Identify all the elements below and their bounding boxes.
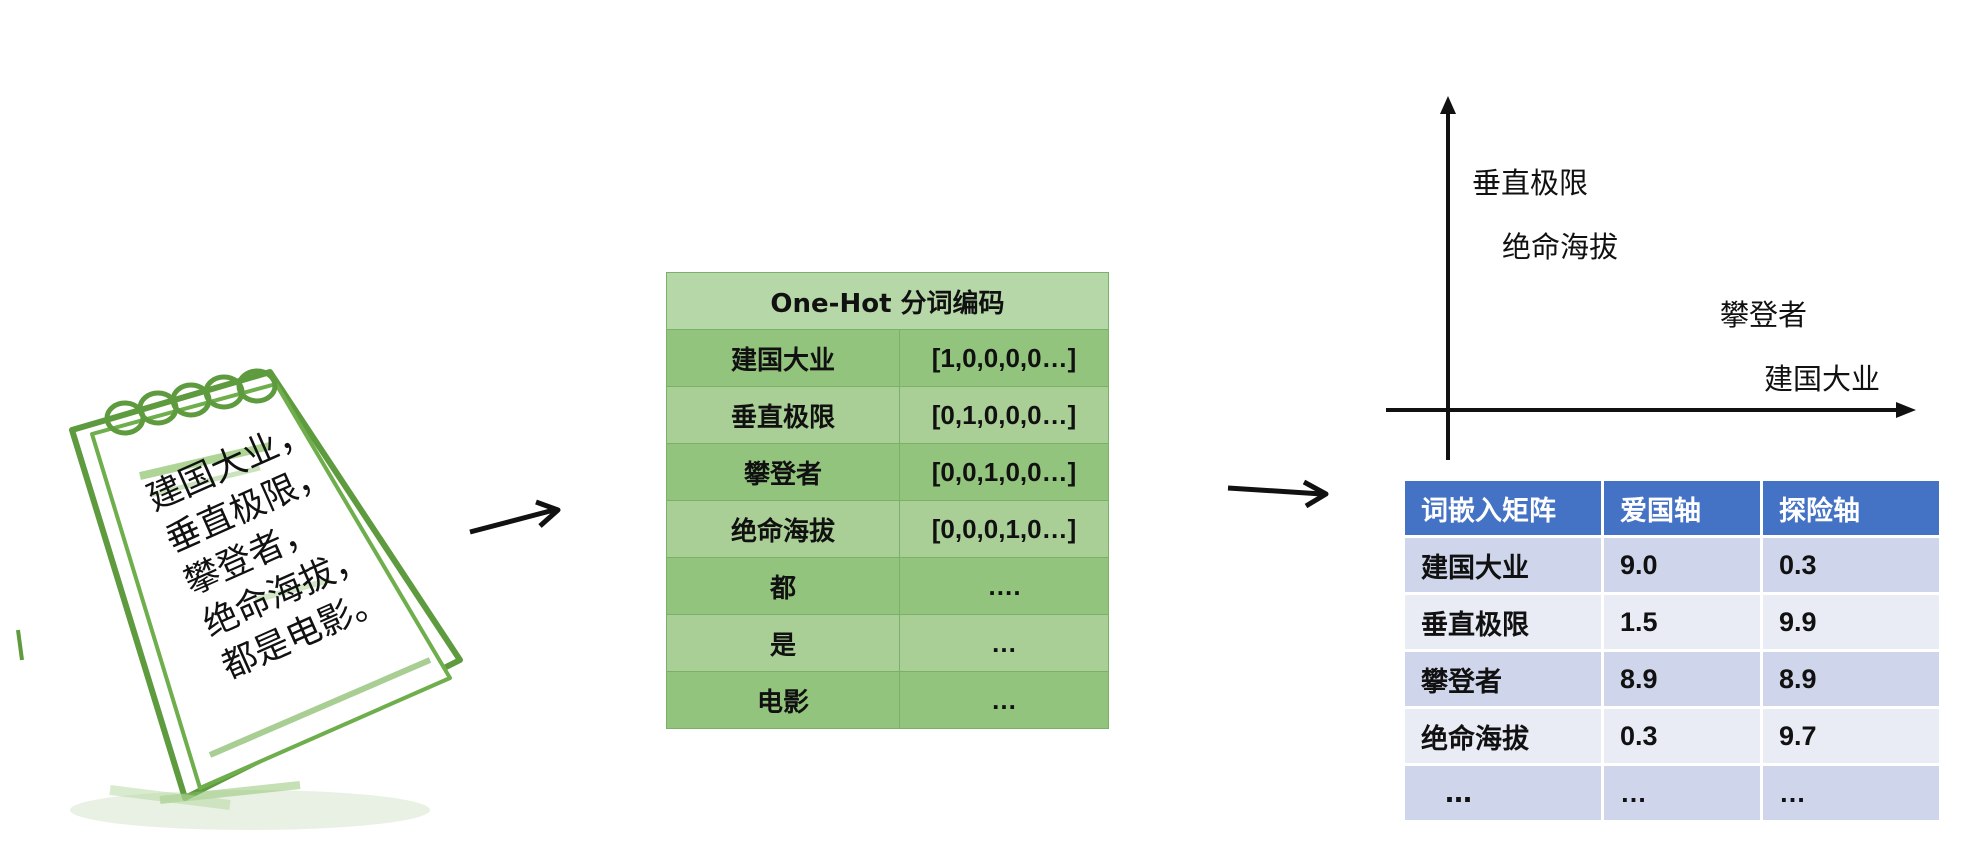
x-axis-arrowhead xyxy=(1896,402,1916,418)
plot-label: 攀登者 xyxy=(1720,298,1808,332)
table-row: 是 … xyxy=(666,614,1109,672)
table-row: 建国大业 9.0 0.3 xyxy=(1405,538,1939,592)
embedding-header: 爱国轴 xyxy=(1604,481,1760,535)
onehot-word: 攀登者 xyxy=(666,443,900,501)
table-row: 绝命海拔 [0,0,0,1,0…] xyxy=(666,500,1109,558)
embedding-value: 8.9 xyxy=(1763,652,1939,706)
plot-label: 建国大业 xyxy=(1764,362,1881,396)
table-row: 攀登者 [0,0,1,0,0…] xyxy=(666,443,1109,501)
embedding-value: 9.9 xyxy=(1763,595,1939,649)
onehot-word: 都 xyxy=(666,557,900,615)
y-axis-arrowhead xyxy=(1440,96,1456,114)
embedding-value: 1.5 xyxy=(1604,595,1760,649)
embedding-word: 建国大业 xyxy=(1405,538,1601,592)
onehot-code: [0,0,0,1,0…] xyxy=(899,500,1109,558)
onehot-code: [0,0,1,0,0…] xyxy=(899,443,1109,501)
plot-label: 垂直极限 xyxy=(1472,166,1589,200)
embedding-value: … xyxy=(1763,766,1939,820)
embedding-word: 垂直极限 xyxy=(1405,595,1601,649)
plot-label: 绝命海拔 xyxy=(1502,230,1619,264)
table-row: 垂直极限 1.5 9.9 xyxy=(1405,595,1939,649)
embedding-value: 9.0 xyxy=(1604,538,1760,592)
onehot-title: One-Hot 分词编码 xyxy=(666,272,1109,330)
onehot-header-row: One-Hot 分词编码 xyxy=(666,272,1109,330)
embedding-header: 词嵌入矩阵 xyxy=(1405,481,1601,535)
onehot-word: 绝命海拔 xyxy=(666,500,900,558)
embedding-table: 词嵌入矩阵 爱国轴 探险轴 建国大业 9.0 0.3 垂直极限 1.5 9.9 … xyxy=(1402,478,1942,823)
table-row: 攀登者 8.9 8.9 xyxy=(1405,652,1939,706)
arrow-right-icon xyxy=(469,499,561,535)
embedding-word: 攀登者 xyxy=(1405,652,1601,706)
notepad-illustration xyxy=(0,360,480,830)
notepad-drawing xyxy=(16,368,463,830)
embedding-header-row: 词嵌入矩阵 爱国轴 探险轴 xyxy=(1405,481,1939,535)
table-row: 垂直极限 [0,1,0,0,0…] xyxy=(666,386,1109,444)
onehot-code: [0,1,0,0,0…] xyxy=(899,386,1109,444)
onehot-code: … xyxy=(899,614,1109,672)
table-row: 绝命海拔 0.3 9.7 xyxy=(1405,709,1939,763)
table-row: 电影 … xyxy=(666,671,1109,729)
onehot-code: … xyxy=(899,671,1109,729)
onehot-code: [1,0,0,0,0…] xyxy=(899,329,1109,387)
axes xyxy=(1386,96,1916,460)
onehot-word: 是 xyxy=(666,614,900,672)
table-row: 都 …. xyxy=(666,557,1109,615)
onehot-word: 电影 xyxy=(666,671,900,729)
embedding-value: 9.7 xyxy=(1763,709,1939,763)
embedding-value: 8.9 xyxy=(1604,652,1760,706)
embedding-word: 绝命海拔 xyxy=(1405,709,1601,763)
embedding-value: … xyxy=(1604,766,1760,820)
embedding-value: 0.3 xyxy=(1763,538,1939,592)
arrow-right-icon xyxy=(1227,479,1329,509)
onehot-code: …. xyxy=(899,557,1109,615)
embedding-value: 0.3 xyxy=(1604,709,1760,763)
table-row: 建国大业 [1,0,0,0,0…] xyxy=(666,329,1109,387)
onehot-table: One-Hot 分词编码 建国大业 [1,0,0,0,0…] 垂直极限 [0,1… xyxy=(666,272,1109,729)
onehot-word: 建国大业 xyxy=(666,329,900,387)
embedding-word: … xyxy=(1405,766,1601,820)
table-row: … … … xyxy=(1405,766,1939,820)
onehot-word: 垂直极限 xyxy=(666,386,900,444)
embedding-header: 探险轴 xyxy=(1763,481,1939,535)
